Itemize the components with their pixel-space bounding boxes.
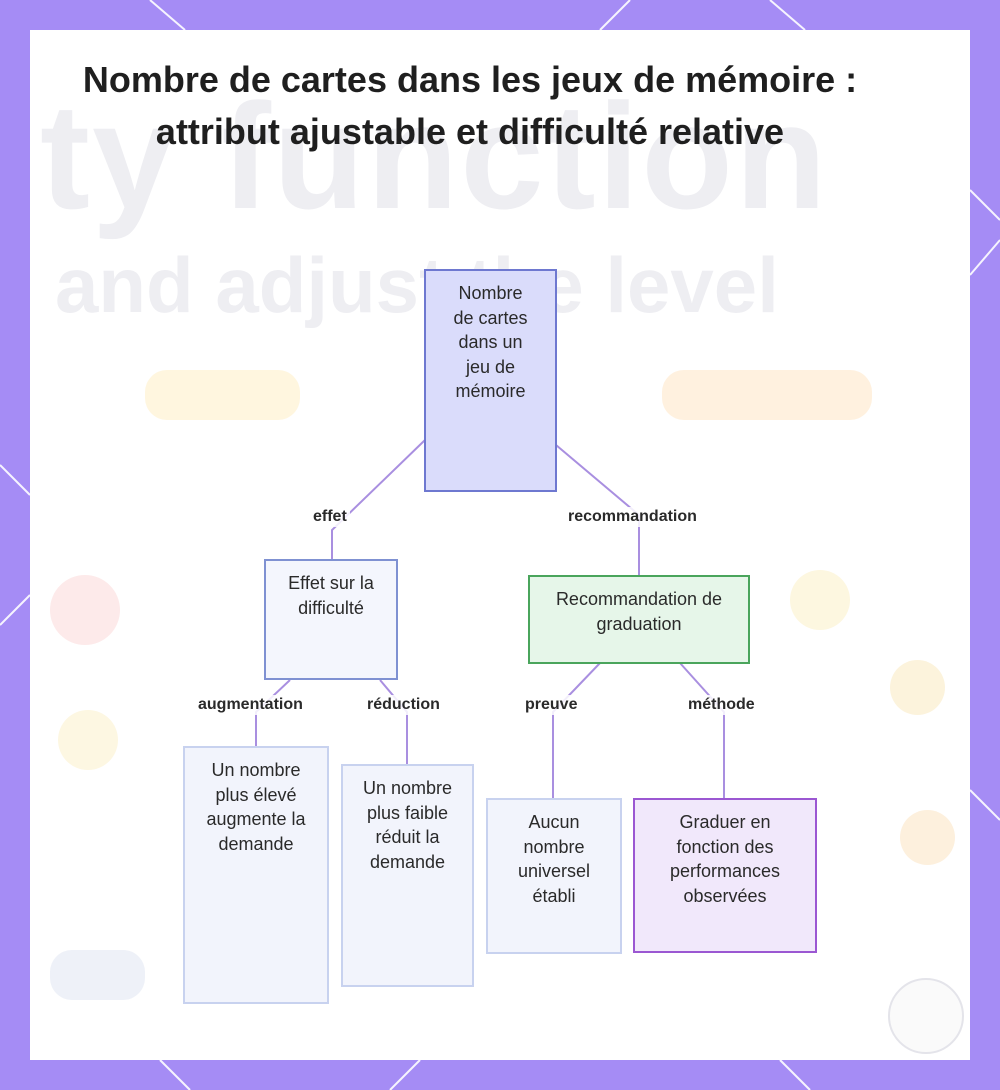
node-reduction-label: Un nombre plus faible réduit la demande	[362, 778, 453, 872]
node-effet-difficulte: Effet sur la difficulté	[264, 559, 398, 680]
background-blur-shape	[50, 575, 120, 645]
node-augmentation-label: Un nombre plus élevé augmente la demande	[206, 760, 306, 854]
background-blur-shape	[662, 370, 872, 420]
node-methode-label: Graduer en fonction des performances obs…	[669, 812, 781, 906]
edge-preuve	[552, 662, 601, 799]
node-preuve-label: Aucun nombre universel établi	[517, 812, 591, 906]
background-blur-shape	[790, 570, 850, 630]
node-preuve: Aucun nombre universel établi	[486, 798, 622, 954]
background-watermark-subtext: and adjust the level	[55, 241, 779, 329]
edge-label-recommandation: recommandation	[565, 507, 700, 527]
diagram-title: Nombre de cartes dans les jeux de mémoir…	[82, 59, 858, 152]
node-effet-label: Effet sur la difficulté	[288, 573, 374, 618]
node-recommandation: Recommandation de graduation	[528, 575, 750, 664]
edge-label-reduction: réduction	[364, 695, 443, 715]
node-root: Nombre de cartes dans un jeu de mémoire	[424, 269, 557, 492]
edge-label-augmentation: augmentation	[195, 695, 306, 715]
edge-label-preuve: preuve	[522, 695, 581, 715]
background-blur-shape	[145, 370, 300, 420]
brand-logo-icon	[888, 978, 964, 1054]
background-blur-shape	[890, 660, 945, 715]
node-augmentation: Un nombre plus élevé augmente la demande	[183, 746, 329, 1004]
node-methode: Graduer en fonction des performances obs…	[633, 798, 817, 953]
background-watermark-text: ty function	[40, 72, 829, 240]
node-reduction: Un nombre plus faible réduit la demande	[341, 764, 474, 987]
edge-effet	[331, 439, 426, 560]
background-blur-shape	[58, 710, 118, 770]
background-blur-shape	[900, 810, 955, 865]
edge-methode	[679, 662, 725, 799]
node-root-label: Nombre de cartes dans un jeu de mémoire	[453, 283, 528, 401]
edge-reduction	[379, 679, 408, 765]
background-blur-shape	[50, 950, 145, 1000]
node-recommandation-label: Recommandation de graduation	[555, 589, 723, 634]
edge-label-effet: effet	[310, 507, 350, 527]
edge-label-methode: méthode	[685, 695, 758, 715]
